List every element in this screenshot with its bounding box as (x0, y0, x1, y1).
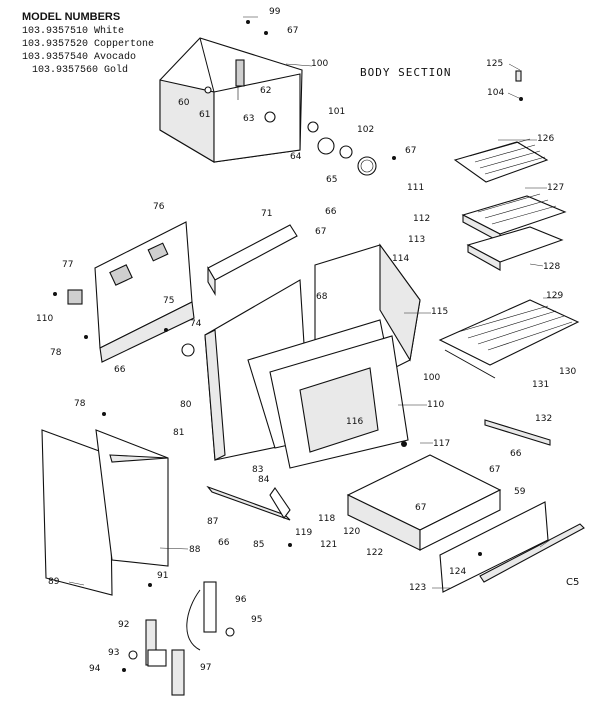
part-label: 67 (405, 146, 417, 156)
part-label: 95 (251, 615, 263, 625)
part-label: 74 (190, 319, 202, 329)
part-label: 122 (366, 548, 384, 558)
part-label: 83 (252, 465, 264, 475)
part-label: 129 (546, 291, 564, 301)
part-label: 63 (243, 114, 255, 124)
part-label: 131 (532, 380, 550, 390)
part-label: 91 (157, 571, 169, 581)
part-label: 112 (413, 214, 431, 224)
part-label: 113 (408, 235, 426, 245)
part-label: 75 (163, 296, 175, 306)
part-label: 61 (199, 110, 211, 120)
part-label: 99 (269, 7, 281, 17)
part-label: 67 (415, 503, 427, 513)
part-label: 128 (543, 262, 561, 272)
part-label: 67 (489, 465, 501, 475)
part-label: 71 (261, 209, 273, 219)
part-label: 65 (326, 175, 338, 185)
hinge-part (122, 581, 235, 696)
part-label: 110 (36, 314, 54, 324)
part-label: 130 (559, 367, 577, 377)
part-label: 115 (431, 307, 449, 317)
part-label: 118 (318, 514, 336, 524)
part-label: 100 (311, 59, 329, 69)
model-number-line: 103.9357540 Avocado (22, 52, 137, 63)
broiler-pan-part (461, 193, 567, 271)
section-title: BODY SECTION (360, 66, 452, 79)
part-label: 101 (328, 107, 346, 117)
part-label: 80 (180, 400, 192, 410)
part-label: 97 (200, 663, 212, 673)
part-label: 66 (218, 538, 230, 548)
part-label: 78 (50, 348, 62, 358)
part-label: 124 (449, 567, 467, 577)
part-label: 117 (433, 439, 451, 449)
model-numbers-title: MODEL NUMBERS (22, 11, 121, 23)
part-label: 89 (48, 577, 60, 587)
part-label: 77 (62, 260, 74, 270)
part-label: 104 (487, 88, 505, 98)
part-label: 132 (535, 414, 553, 424)
part-label: 60 (178, 98, 190, 108)
storage-drawer-part (346, 454, 502, 551)
part-label: 64 (290, 152, 302, 162)
part-label: 67 (287, 26, 299, 36)
part-label: 66 (510, 449, 522, 459)
part-label: 119 (295, 528, 313, 538)
part-label: 67 (315, 227, 327, 237)
part-label: 100 (423, 373, 441, 383)
part-label: 93 (108, 648, 120, 658)
part-label: 96 (235, 595, 247, 605)
part-label: 102 (357, 125, 375, 135)
part-label: 87 (207, 517, 219, 527)
rear-housing-part (159, 37, 303, 163)
part-label: 92 (118, 620, 130, 630)
lower-panel-part (41, 429, 169, 596)
oven-rack-part (438, 299, 580, 379)
model-number-line: 103.9357520 Coppertone (22, 39, 155, 50)
broiler-rack-part (453, 138, 549, 183)
part-label: 66 (325, 207, 337, 217)
part-label: 123 (409, 583, 427, 593)
model-number-line: 103.9357510 White (22, 26, 125, 37)
part-label: 111 (407, 183, 425, 193)
part-label: 127 (547, 183, 565, 193)
part-label: 88 (189, 545, 201, 555)
part-label: 110 (427, 400, 445, 410)
part-label: 81 (173, 428, 185, 438)
part-label: 66 (114, 365, 126, 375)
leader-lines (68, 16, 560, 589)
part-label: 116 (346, 417, 364, 427)
part-label: 84 (258, 475, 270, 485)
part-label: 120 (343, 527, 361, 537)
part-label: 68 (316, 292, 328, 302)
side-panel-part (94, 221, 195, 363)
part-label: 85 (253, 540, 265, 550)
part-label: 94 (89, 664, 101, 674)
footer-code: C5 (566, 577, 580, 588)
part-label: 59 (514, 487, 526, 497)
part-label: 78 (74, 399, 86, 409)
part-label: 121 (320, 540, 338, 550)
model-number-line: 103.9357560 Gold (32, 65, 129, 76)
part-label: 76 (153, 202, 165, 212)
part-label: 62 (260, 86, 272, 96)
part-label: 126 (537, 134, 555, 144)
part-label: 125 (486, 59, 504, 69)
part-label: 114 (392, 254, 410, 264)
